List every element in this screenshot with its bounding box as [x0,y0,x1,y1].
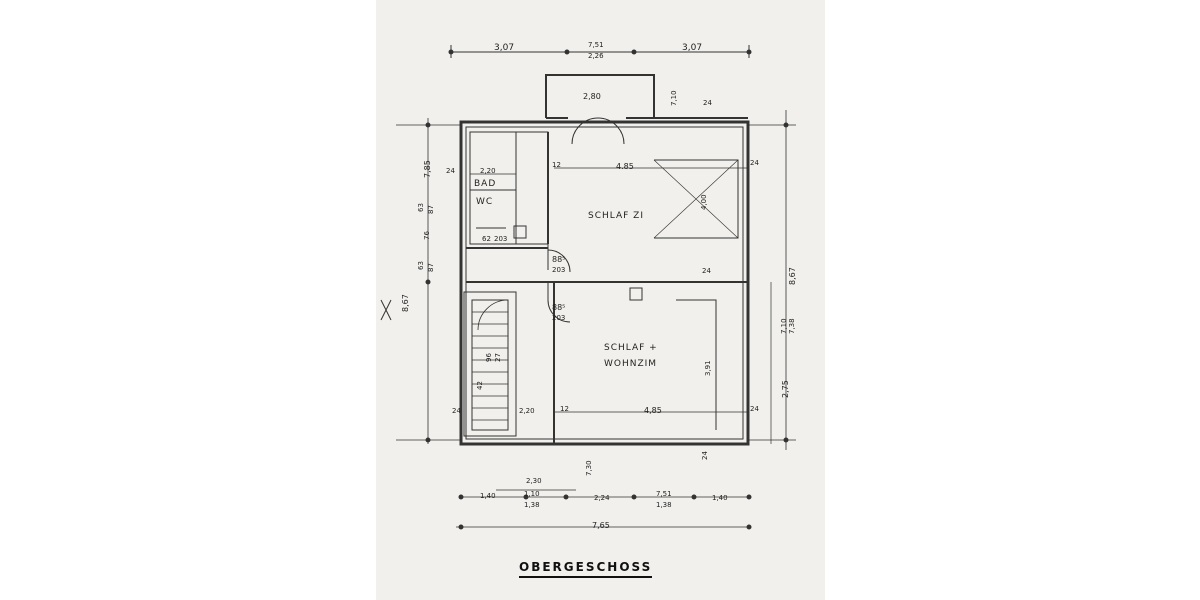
dim-wall-12-b: 12 [560,405,569,413]
dim-wohn-485: 4,85 [644,406,662,415]
dim-schlaf-485: 4.85 [616,162,634,171]
dim-left-785: 7,85 [423,160,432,178]
dim-bot-730: 7,30 [585,460,593,476]
room-label-schlaf-plus: SCHLAF + [604,343,658,353]
room-label-schlafzi: SCHLAF ZI [588,211,644,221]
dim-right-710: 7,10 [780,318,788,334]
door-arc-1 [547,249,571,273]
room-label-bad: BAD [474,179,497,189]
dim-wall-24-mid: 24 [702,267,711,275]
dim-bot-110: 1,10 [524,490,540,498]
room-label-wc: WC [476,197,494,207]
door-arc-2 [547,299,571,323]
dim-wall-24-bottom: 24 [701,451,709,460]
dim-top-mid-b: 2,26 [588,52,604,60]
dim-door-885a: 88⁵ [552,255,566,264]
door-arc-balcony [571,117,599,145]
dim-wall-24-bad: 24 [446,167,455,175]
dim-left-63: 63 [417,203,425,212]
dim-bot-751: 7,51 [656,490,672,498]
balcony-outline [545,74,655,118]
room-label-wohnzim: WOHNZIM [604,359,658,369]
dim-left-867: 8,67 [401,294,410,312]
dim-bot-224: 2,24 [594,494,610,502]
dim-door-62: 62 [482,235,491,243]
dim-stair-27: 27 [494,353,502,362]
dim-left-63b: 63 [417,261,425,270]
dim-door-203a: 203 [494,235,508,243]
dim-door-203c: 203 [552,314,566,322]
dim-left-87: 87 [427,205,435,214]
dim-bot-140b: 1,40 [712,494,728,502]
dim-stair-42: 42 [476,381,484,390]
dim-right-867: 8,67 [788,267,797,285]
dim-total-765: 7,65 [592,521,610,530]
dim-wall-24-l: 24 [452,407,461,415]
plan-title: OBERGESCHOSS [519,560,653,578]
dim-top-left: 3,07 [494,43,515,53]
dim-left-87b: 87 [427,263,435,272]
dim-bad-220: 2,20 [480,167,496,175]
dim-balcony-depth: 7,10 [670,90,678,106]
dim-bot-230: 2,30 [526,477,542,485]
dim-left-76: 76 [423,231,431,240]
dim-schlaf-400: 4,00 [700,194,708,210]
wardrobe-1 [654,159,739,239]
dim-right-275: 2,75 [781,380,790,398]
dim-wall-24-r2: 24 [750,405,759,413]
dim-balcony-width: 2,80 [583,92,601,101]
dim-bot-140a: 1,40 [480,492,496,500]
dim-door-203b: 203 [552,266,566,274]
dim-stair-220: 2,20 [519,407,535,415]
dim-door-885b: 88⁵ [552,303,566,312]
plan-sheet: 3,07 7,51 2,26 3,07 2,80 7,10 24 7,85 24… [376,0,825,600]
dim-stair-96: 96 [485,353,493,362]
dim-wall-12-a: 12 [552,161,561,169]
dim-wall-24-top: 24 [703,99,712,107]
dim-bot-138a: 1,38 [524,501,540,509]
wardrobe-2 [676,299,717,430]
dim-top-mid-a: 7,51 [588,41,604,49]
dim-top-right: 3,07 [682,43,703,53]
dim-bot-138b: 1,38 [656,501,672,509]
dim-right-738: 7,38 [788,318,796,334]
dim-wohn-391: 3,91 [704,360,712,376]
dim-wall-24-r1: 24 [750,159,759,167]
stair-outline [463,291,517,437]
floor-plan-drawing [380,45,796,530]
